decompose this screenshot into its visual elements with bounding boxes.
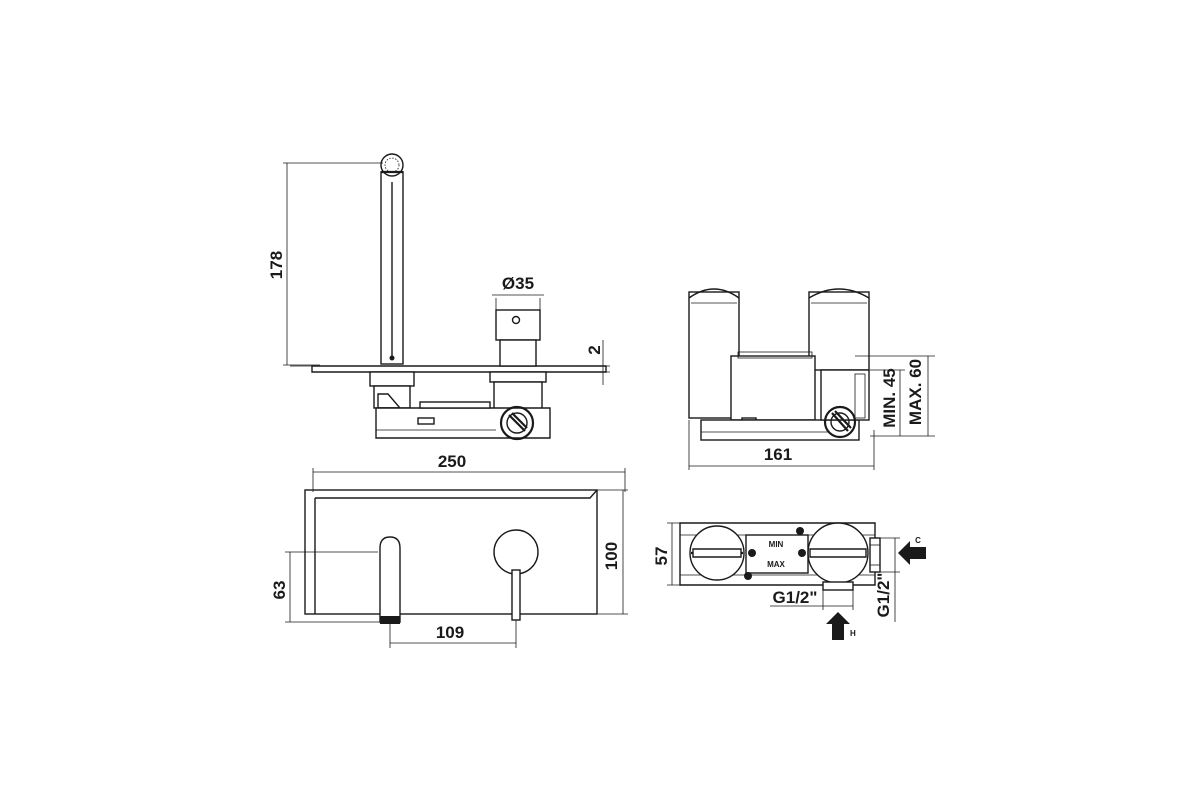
dim-max-60: MAX. 60: [906, 359, 925, 425]
label-max: MAX: [767, 560, 785, 569]
dim-g12-bottom: G1/2": [773, 588, 818, 607]
dim-100: 100: [602, 542, 621, 570]
front-view: 250 100 63 109: [270, 452, 628, 648]
dim-250: 250: [438, 452, 466, 471]
dim-2: 2: [585, 345, 604, 354]
label-cold: C: [915, 536, 921, 545]
dim-109: 109: [436, 623, 464, 642]
dim-63: 63: [270, 581, 289, 600]
top-view: MIN MAX 57 G1/2" G1/2" C H: [652, 522, 926, 640]
dim-57: 57: [652, 547, 671, 566]
hot-inlet-arrow-icon: [826, 612, 850, 640]
dim-g12-side: G1/2": [874, 573, 893, 618]
dim-161: 161: [764, 445, 792, 464]
side-view: 178 2 Ø35: [267, 153, 610, 441]
dim-178: 178: [267, 251, 286, 279]
rear-body-view: 161 MIN. 45 MAX. 60: [688, 288, 935, 470]
dim-diameter-35: Ø35: [502, 274, 534, 293]
label-hot: H: [850, 629, 856, 638]
dim-min-45: MIN. 45: [880, 368, 899, 428]
label-min: MIN: [769, 540, 784, 549]
cold-inlet-arrow-icon: [898, 541, 926, 565]
